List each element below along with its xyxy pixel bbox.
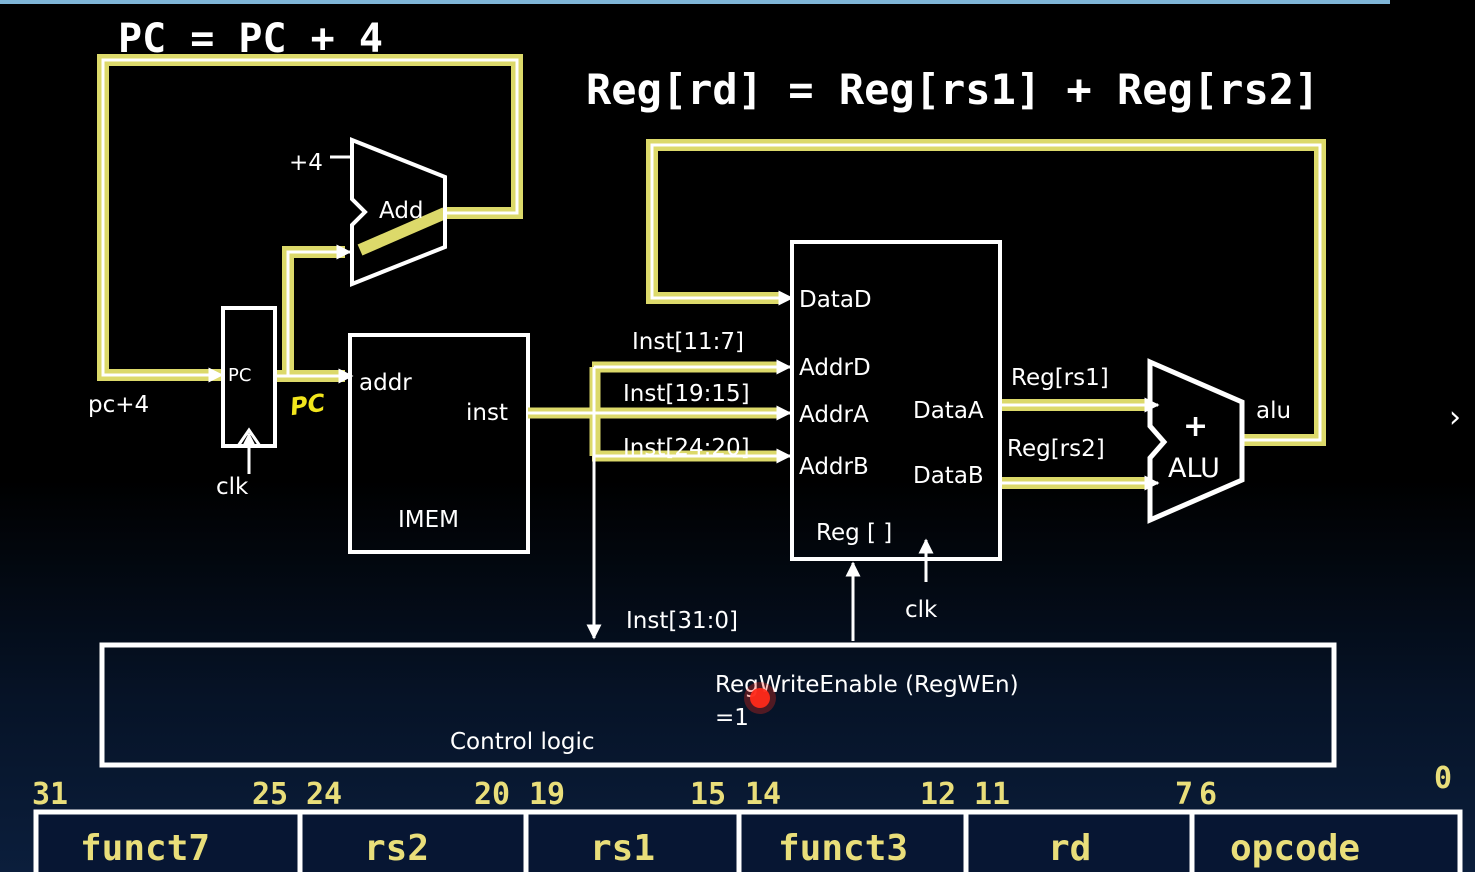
pc-input-label: pc+4 (88, 392, 149, 418)
imem-addr-port: addr (359, 370, 412, 396)
wire-rs2-label: Inst[24:20] (623, 435, 750, 461)
instruction-format: funct7 rs2 rs1 funct3 rd opcode (33, 809, 1463, 872)
alu-loop-wires (650, 143, 1322, 491)
regfile-clk-label: clk (905, 597, 938, 623)
bit-position-labels: 31 25 24 20 19 15 14 12 11 7 6 0 (32, 761, 1452, 812)
field-rs1: rs1 (590, 828, 655, 869)
regfile-out-dataa: DataA (913, 398, 984, 424)
bit-label: 19 (529, 777, 565, 812)
wire-rs1-label: Inst[19:15] (623, 381, 750, 407)
wire-inst-label: Inst[31:0] (626, 608, 738, 634)
bit-label: 24 (306, 777, 342, 812)
field-opcode: opcode (1230, 828, 1360, 869)
regfile-out-datab: DataB (913, 463, 984, 489)
alu-loop-highlight (646, 139, 1326, 489)
bit-label: 14 (745, 777, 781, 812)
regfile-port-addrd: AddrD (799, 355, 871, 381)
top-progress-bar (0, 0, 1390, 4)
pc-handwritten-note: PC (288, 389, 327, 422)
bit-label: 11 (974, 777, 1010, 812)
control-logic: Control logic RegWriteEnable (RegWEn) =1 (99, 642, 1337, 768)
bit-label: 15 (690, 777, 726, 812)
alu-plus: + (1183, 409, 1208, 444)
alu-out-label: alu (1256, 398, 1291, 424)
imem-block: addr inst IMEM (348, 333, 530, 554)
pc-clk-label: clk (216, 474, 249, 500)
alu-label: ALU (1168, 453, 1220, 484)
reg-equation: Reg[rd] = Reg[rs1] + Reg[rs2] (586, 65, 1319, 114)
pc-register: PC (221, 306, 277, 448)
pc-label: PC (228, 365, 251, 386)
adder-label: Add (379, 198, 424, 224)
alu: + ALU (1147, 358, 1245, 524)
imem-inst-port: inst (466, 400, 508, 426)
laser-pointer (750, 688, 770, 708)
field-funct3: funct3 (778, 828, 908, 869)
bit-label: 7 (1175, 777, 1193, 812)
wire-rd-label: Inst[11:7] (632, 329, 744, 355)
regfile-port-datad: DataD (799, 287, 872, 313)
inst-wires (528, 359, 792, 640)
bit-label: 12 (920, 777, 956, 812)
regfile-port-addrb: AddrB (799, 454, 869, 480)
bit-label: 0 (1434, 761, 1452, 796)
next-slide-chevron-icon[interactable]: › (1449, 400, 1461, 435)
alu-in-a-label: Reg[rs1] (1011, 365, 1109, 391)
bit-label: 6 (1199, 777, 1217, 812)
bit-label: 20 (474, 777, 510, 812)
control-signal-value: =1 (715, 705, 749, 731)
pc-loop-wires (101, 58, 519, 384)
register-file: DataD AddrD AddrA AddrB DataA DataB Reg … (790, 240, 1002, 561)
alu-in-b-label: Reg[rs2] (1007, 436, 1105, 462)
imem-title: IMEM (398, 507, 459, 533)
field-rs2: rs2 (364, 828, 429, 869)
pc-loop-highlight (97, 54, 523, 382)
adder: Add (350, 137, 447, 287)
regfile-port-addra: AddrA (799, 402, 869, 428)
control-title: Control logic (450, 729, 595, 755)
bit-label: 25 (252, 777, 288, 812)
adder-const: +4 (289, 150, 323, 176)
field-rd: rd (1048, 828, 1091, 869)
field-funct7: funct7 (80, 828, 210, 869)
bit-label: 31 (32, 777, 68, 812)
regfile-title: Reg [ ] (816, 520, 892, 546)
